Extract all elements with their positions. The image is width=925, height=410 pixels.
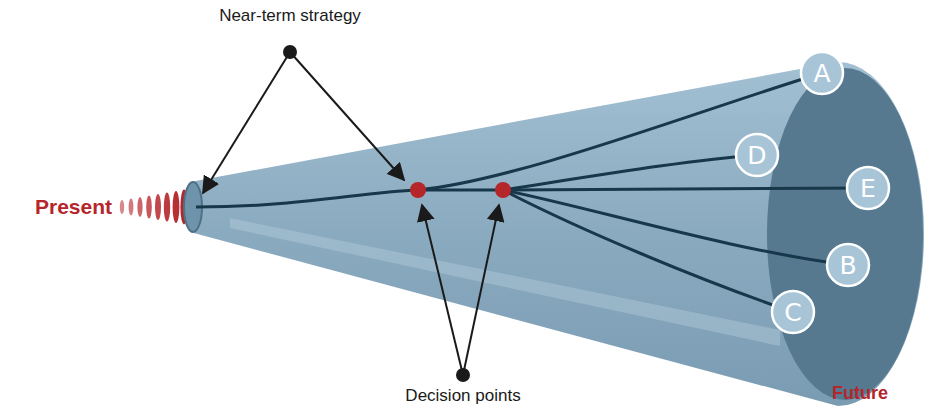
decision-point xyxy=(495,182,511,198)
present-ripples xyxy=(120,190,188,225)
callout-label: Near-term strategy xyxy=(219,6,361,26)
time-label: Future xyxy=(832,383,888,404)
future-circle: B xyxy=(825,242,871,288)
future-circle: D xyxy=(734,132,780,178)
future-circle: E xyxy=(845,165,891,211)
future-letter: B xyxy=(825,242,871,288)
future-circle: A xyxy=(799,50,845,96)
future-letter: D xyxy=(734,132,780,178)
future-letter: A xyxy=(799,50,845,96)
future-letter: C xyxy=(770,289,816,335)
leader-lines xyxy=(203,52,499,375)
decision-point xyxy=(410,182,426,198)
leader-dot xyxy=(283,45,297,59)
cone-body xyxy=(190,62,924,406)
leader-dot xyxy=(456,368,470,382)
future-paths xyxy=(196,73,868,312)
callout-label: Decision points xyxy=(405,386,520,406)
future-letter: E xyxy=(845,165,891,211)
future-circle: C xyxy=(770,289,816,335)
future-face xyxy=(767,68,923,400)
time-label: Present xyxy=(35,195,112,219)
